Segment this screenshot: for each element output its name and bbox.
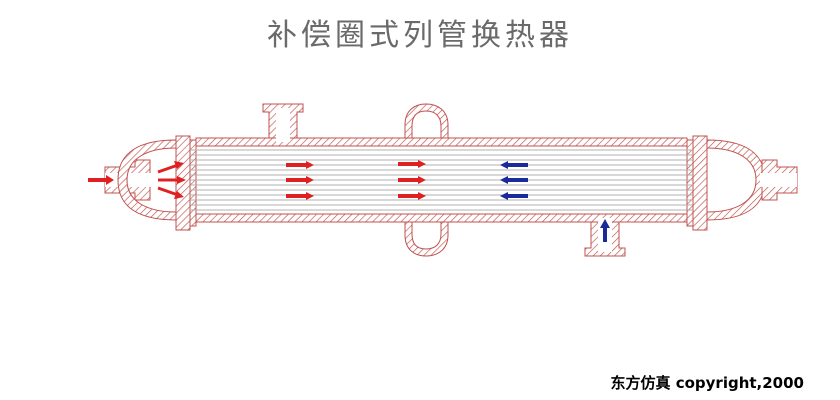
right-head bbox=[706, 139, 766, 221]
compensation-ring-top bbox=[404, 103, 449, 139]
hot-flow-arrows-2 bbox=[398, 160, 426, 200]
right-tube-sheet bbox=[692, 135, 708, 231]
hot-flow-arrows-1 bbox=[286, 161, 314, 200]
copyright-credit: 东方仿真 copyright,2000 bbox=[610, 374, 804, 392]
tube-bundle bbox=[190, 149, 693, 211]
shell-bottom-wall bbox=[195, 213, 688, 223]
shell-top-wall bbox=[195, 137, 688, 147]
hot-inlet-arrow bbox=[88, 175, 114, 185]
cold-flow-arrows bbox=[500, 161, 528, 200]
distribution-arrows bbox=[157, 163, 180, 197]
cold-inlet-arrow bbox=[600, 219, 610, 242]
compensation-ring-bottom bbox=[404, 221, 449, 257]
right-tube-sheet-inner bbox=[686, 139, 694, 227]
left-tube-sheet-inner bbox=[189, 139, 197, 227]
diagram-title: 补偿圈式列管换热器 bbox=[267, 18, 573, 53]
